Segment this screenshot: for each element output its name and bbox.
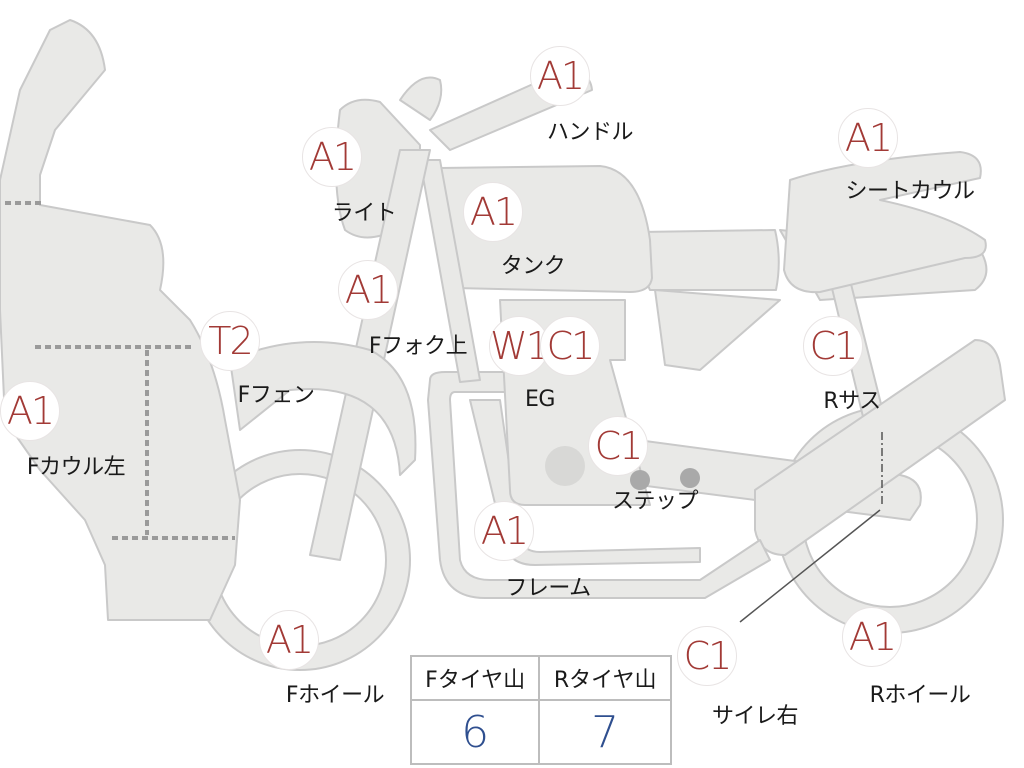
grade-handle: A1 [530, 46, 590, 106]
label-f-fender: Fフェン [238, 377, 315, 409]
label-f-wheel: Fホイール [286, 677, 384, 709]
grade-muffler-right: C1 [677, 626, 737, 686]
label-frame: フレーム [505, 570, 590, 602]
front-tire-tread-header: Fタイヤ山 [411, 656, 539, 700]
label-light: ライト [332, 195, 397, 227]
front-tire-tread-value: 6 [411, 700, 539, 764]
seat-shape [639, 230, 779, 290]
grade-step: C1 [588, 416, 648, 476]
grade-r-suspension: C1 [803, 316, 863, 376]
label-f-cowl-left: Fカウル左 [27, 449, 125, 481]
grade-f-wheel: A1 [259, 610, 319, 670]
label-r-suspension: Rサス [823, 383, 880, 415]
rear-tire-tread-header: Rタイヤ山 [539, 656, 671, 700]
tire-tread-table: Fタイヤ山 Rタイヤ山 6 7 [410, 655, 672, 765]
grade-frame: A1 [474, 501, 534, 561]
grade-f-fork-upper: A1 [338, 260, 398, 320]
grade-light: A1 [302, 127, 362, 187]
label-tank: タンク [501, 248, 566, 280]
label-handle: ハンドル [547, 114, 633, 146]
grade-r-wheel: A1 [842, 607, 902, 667]
label-muffler-right: サイレ右 [712, 698, 798, 730]
grade-engine-2: C1 [540, 316, 600, 376]
front-cowl-shape [0, 20, 240, 620]
label-step: ステップ [612, 483, 698, 515]
rear-tire-tread-value: 7 [539, 700, 671, 764]
label-engine: EG [525, 387, 555, 412]
grade-seat-cowl: A1 [838, 108, 898, 168]
label-seat-cowl: シートカウル [845, 173, 974, 205]
grade-tank: A1 [463, 182, 523, 242]
grade-f-cowl-left: A1 [0, 381, 60, 441]
label-r-wheel: Rホイール [870, 677, 971, 709]
label-f-fork-upper: Fフォク上 [369, 328, 467, 360]
grade-f-fender: T2 [200, 311, 260, 371]
